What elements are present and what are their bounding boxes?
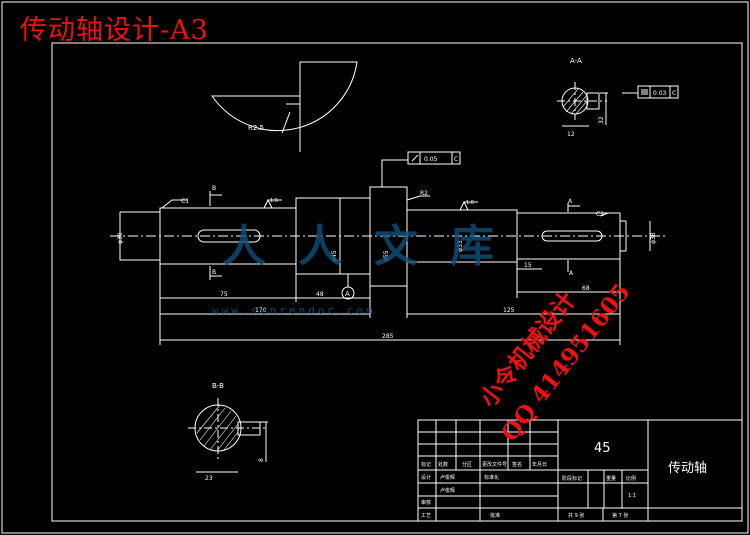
shaft-main-view: φ30 φ45 φ55 φ33 φ38 C1 C1 R2 1.6 1.6 0.0… [110, 151, 665, 345]
d38-label: φ38 [650, 232, 657, 244]
d33-label: φ33 [457, 240, 464, 252]
tb-row-0: 标记 [421, 461, 431, 468]
section-aa: A-A 12 32 0.03 C [557, 57, 679, 138]
tb-col-1: 分区 [462, 461, 472, 468]
tb-scale-label: 比例 [626, 475, 636, 482]
a-mark-top: A [568, 198, 573, 205]
tb-sheet-no: 第 7 张 [612, 512, 628, 519]
runout-datum: C [454, 156, 458, 163]
section-bb: B-B 23 8 [188, 382, 268, 482]
drawing-title: 传动轴设计-A3 [20, 15, 209, 46]
ra-left: 1.6 [270, 198, 278, 204]
tb-weight: 重量 [606, 475, 616, 482]
c1-left-label: C1 [181, 198, 189, 205]
tb-row-1: 设计 [421, 474, 431, 481]
watermark-url: www.renrendoc.com [212, 304, 376, 317]
aa-width-dim: 12 [567, 131, 575, 138]
d45-label: φ45 [331, 250, 338, 262]
tb-approve: 批准 [490, 512, 500, 519]
len285-label: 285 [382, 333, 394, 340]
tb-col-2: 更改文件号 [482, 461, 507, 468]
len48-label: 48 [316, 291, 324, 298]
d30-label: φ30 [117, 232, 124, 244]
len75-label: 75 [220, 291, 228, 298]
tb-col-4: 年月日 [532, 461, 547, 468]
tb-sheets-total: 共 9 张 [568, 512, 584, 519]
runout-value: 0.05 [424, 156, 438, 163]
tb-name-2: 卢俊辉 [440, 487, 455, 494]
a-mark-bottom: A [569, 270, 574, 277]
tb-part-name: 传动轴 [668, 461, 707, 476]
r2-label: R2 [420, 190, 428, 197]
tb-col-0: 处数 [438, 461, 448, 468]
c1-right-label: C1 [596, 211, 604, 218]
tb-row-2: 审核 [421, 499, 431, 506]
b-mark-top: B [212, 185, 216, 192]
len125-label: 125 [503, 307, 515, 314]
len15-label: 15 [524, 262, 532, 269]
tb-col-3: 签名 [512, 461, 522, 468]
tb-row-3: 工艺 [421, 513, 431, 519]
aa-label: A-A [570, 57, 582, 65]
inner-border [51, 42, 743, 522]
tb-standard: 标准化 [484, 474, 499, 481]
key-profile-sketch: R2.5 [211, 61, 358, 152]
ra-right: 1.6 [466, 200, 474, 206]
tb-name-1: 卢俊辉 [440, 474, 455, 481]
title-block: 45 传动轴 处数 分区 更改文件号 签名 年月日 标记 设计 审核 工艺 卢俊… [417, 419, 743, 522]
bb-width-dim: 23 [205, 475, 213, 482]
tb-material: 45 [594, 441, 611, 456]
datum-label: A [345, 290, 350, 298]
len68-label: 68 [582, 285, 590, 292]
sym-value: 0.03 [653, 90, 667, 97]
b-mark-bottom: B [212, 269, 216, 276]
len170-label: 170 [255, 307, 267, 314]
bb-depth-dim: 8 [258, 458, 265, 462]
r25-label: R2.5 [248, 124, 264, 132]
tb-scale-value: 1:1 [628, 493, 636, 499]
bb-label: B-B [212, 382, 224, 390]
tb-stage: 阶段标记 [562, 475, 582, 482]
sym-datum: C [672, 90, 676, 97]
aa-depth-dim: 32 [598, 116, 605, 124]
d55-label: φ55 [383, 250, 390, 262]
watermark-chars: 人人文库 [222, 221, 526, 272]
